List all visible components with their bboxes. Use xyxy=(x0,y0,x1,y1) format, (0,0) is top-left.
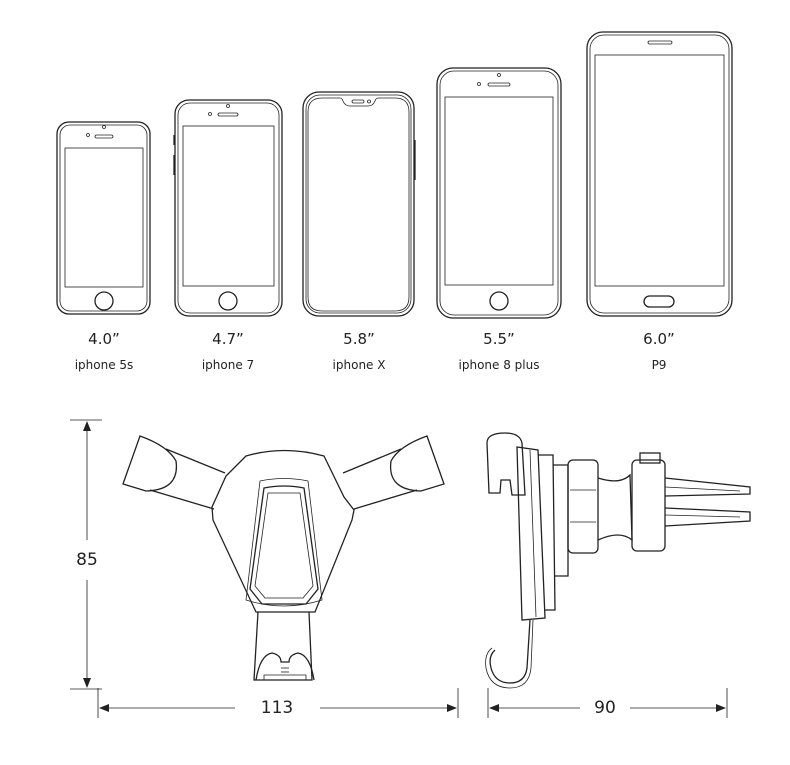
phone-model-label: iphone 5s xyxy=(74,358,134,372)
phone-size-label: 5.5” xyxy=(483,330,515,348)
dimension-side-depth xyxy=(487,688,728,718)
phone-size-label: 4.7” xyxy=(212,330,244,348)
phone-model-label: P9 xyxy=(651,358,667,372)
side-depth-dimension-label: 90 xyxy=(588,698,622,718)
holder-side-view xyxy=(485,432,751,689)
phone-model-label: iphone 7 xyxy=(201,358,255,372)
phone-iphone-5s xyxy=(56,121,151,315)
dimension-height xyxy=(70,419,102,690)
height-dimension-label: 85 xyxy=(70,550,104,570)
phone-model-label: iphone 8 plus xyxy=(458,358,540,372)
phone-size-label: 5.8” xyxy=(343,330,375,348)
phone-iphone-7 xyxy=(173,99,283,317)
phone-model-label: iphone X xyxy=(332,358,386,372)
front-width-dimension-label: 113 xyxy=(254,698,300,718)
phone-p9 xyxy=(586,31,733,317)
phone-size-label: 4.0” xyxy=(88,330,120,348)
holder-front-view xyxy=(122,435,445,681)
phone-iphone-x xyxy=(302,91,416,317)
phone-iphone-8-plus xyxy=(436,67,562,319)
dimension-front-width xyxy=(97,688,459,718)
phone-size-label: 6.0” xyxy=(643,330,675,348)
